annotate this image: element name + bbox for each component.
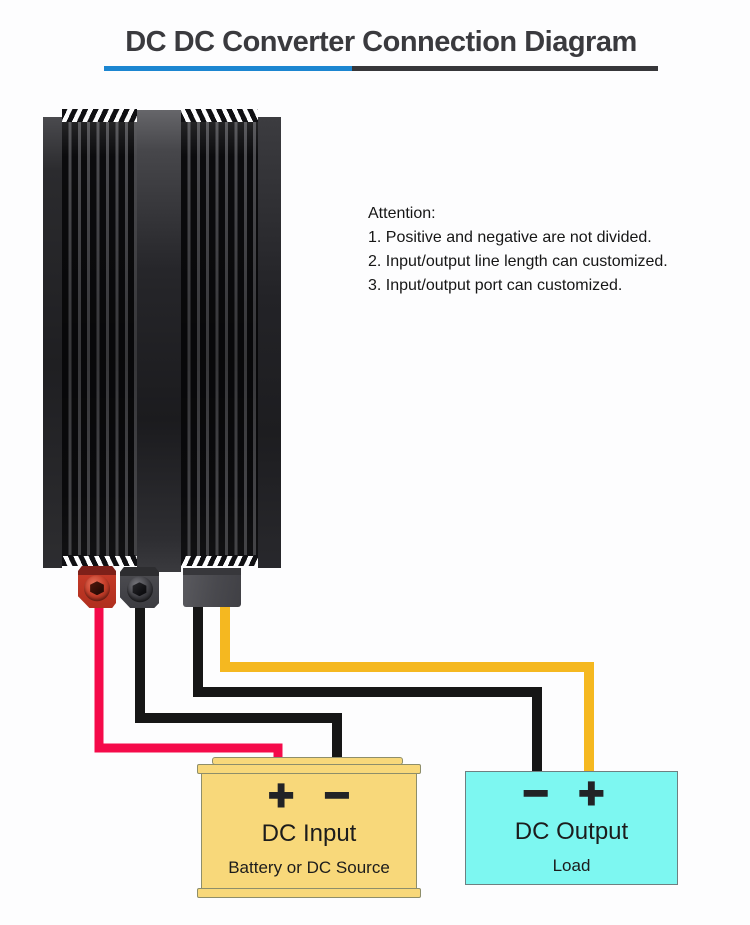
input-negative-wire [135,604,342,768]
attention-item-3: 3. Input/output port can customized. [368,277,623,294]
output-negative-wire [193,604,542,778]
heatsink-fin-tips-right [181,109,258,123]
heatsink-fin-tips-left [62,109,137,123]
plus-icon: + [578,769,606,818]
output-positive-wire [220,604,594,778]
load-polarity-row: − + [458,769,669,818]
title-underline-blue-segment [104,66,352,71]
minus-icon: − [323,771,351,820]
hex-nut-icon [132,582,147,597]
title-underline-dark-segment [352,66,658,71]
attention-heading: Attention: [368,205,436,222]
input-positive-wire [94,604,283,768]
terminal-bolt-boss [126,576,153,603]
dc-output-box: − + DC Output Load [465,771,678,885]
attention-item-1: 1. Positive and negative are not divided… [368,229,652,246]
heatsink-fin-base-right [181,555,258,566]
heatsink-left-edge [43,117,62,568]
dc-input-subtitle: Battery or DC Source [228,858,390,877]
attention-item-2: 2. Input/output line length can customiz… [368,253,668,270]
terminal-bolt-boss [84,575,110,602]
dc-output-subtitle: Load [552,856,591,875]
title-underline [104,66,658,71]
heatsink-center-channel [137,110,181,572]
input-negative-terminal [120,567,159,608]
plus-icon: + [267,771,295,820]
heatsink-right-edge [258,117,281,568]
output-connector-block [183,568,241,607]
battery-base [197,888,421,898]
battery-polarity-row: + − [202,771,416,820]
battery-body: + − DC Input Battery or DC Source [201,773,417,889]
heatsink-fins-right [181,122,258,556]
hex-nut-icon [90,581,104,596]
minus-icon: − [522,769,550,818]
heatsink-fins-left [62,122,137,556]
attention-note: Attention: 1. Positive and negative are … [368,202,718,298]
dc-input-title: DC Input [261,820,357,847]
page-title: DC DC Converter Connection Diagram [125,26,637,58]
heatsink-fin-base-left [62,555,137,566]
input-positive-terminal [78,566,116,608]
dc-output-title: DC Output [514,818,629,845]
